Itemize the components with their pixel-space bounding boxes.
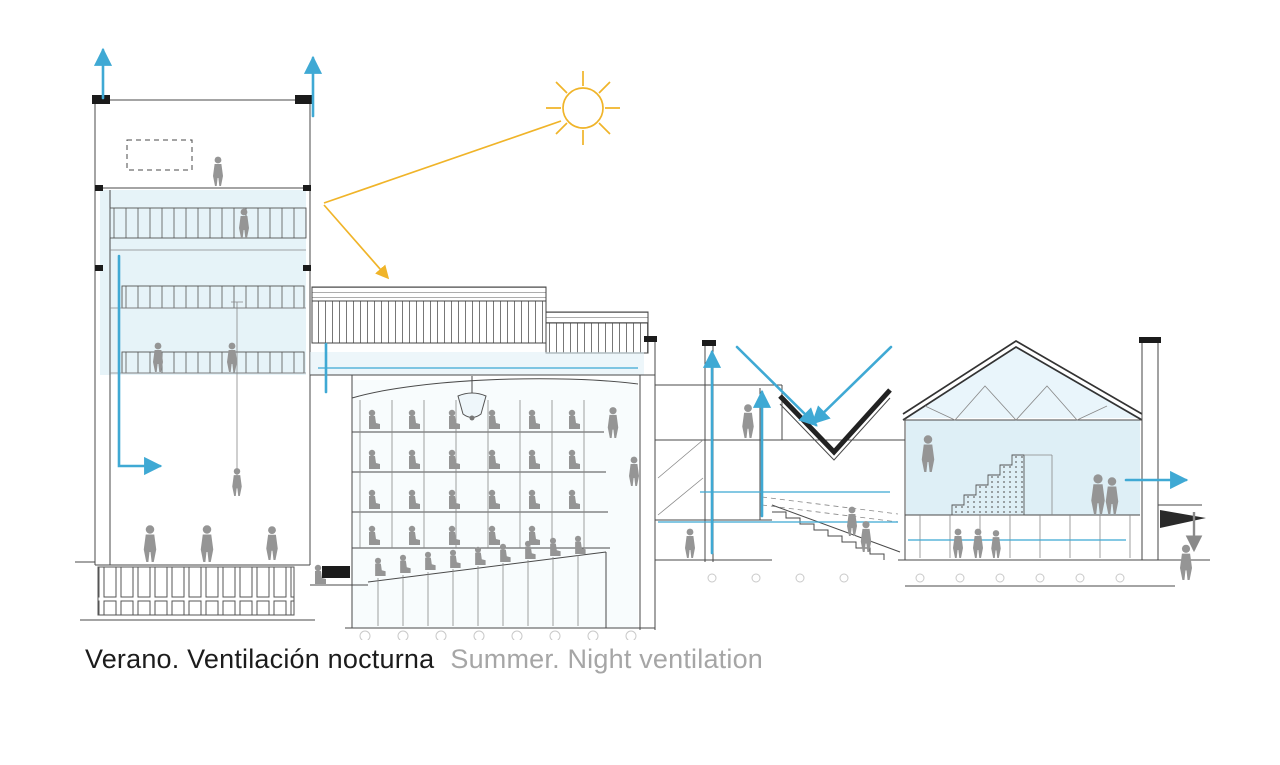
sun-ray-arrow [323, 120, 562, 280]
caption: Verano. Ventilación nocturna Summer. Nigh… [85, 644, 763, 675]
caption-spanish: Verano. Ventilación nocturna [85, 644, 435, 674]
sun-icon [546, 71, 620, 145]
underfloor-lights [359, 630, 637, 642]
airflow-arrows [93, 47, 1189, 555]
chandelier [457, 376, 487, 421]
stage-machinery-dashed-box [126, 139, 193, 171]
tower-foundation-band [97, 566, 295, 616]
auditorium [310, 336, 657, 642]
louvered-roof [310, 286, 655, 376]
piano [322, 566, 350, 578]
plaza-lights [707, 573, 1125, 583]
fly-tower [75, 95, 315, 621]
building-section-drawing [75, 47, 1210, 642]
stepped-seating [951, 454, 1025, 516]
butterfly-roof [778, 388, 892, 456]
person-figure-icon [213, 156, 223, 186]
tower-window-band-3 [121, 351, 305, 374]
canopy-bracket [1160, 510, 1206, 528]
caption-english: Summer. Night ventilation [450, 644, 763, 674]
tower-window-band-1 [109, 207, 307, 239]
tower-window-band-2 [121, 285, 305, 309]
